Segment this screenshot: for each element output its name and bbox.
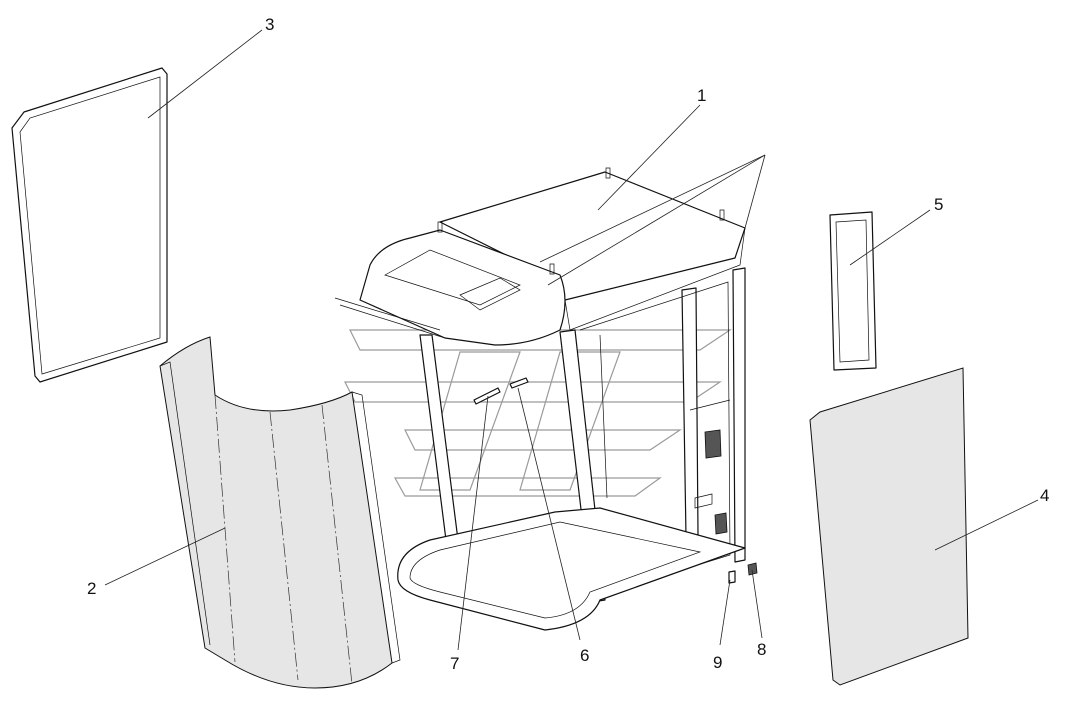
part-5-small-window	[829, 211, 877, 371]
callout-2: 2	[87, 579, 96, 598]
part-6-bar	[509, 377, 529, 389]
part-9-fitting	[728, 570, 736, 584]
callout-labels: 1 2 3 4 5 6 7 8 9	[87, 15, 1049, 673]
part-8-fitting	[747, 562, 758, 576]
callout-9: 9	[713, 653, 722, 672]
part-2-curved-panel	[159, 336, 401, 689]
callout-8: 8	[757, 640, 766, 659]
watermark-logo	[344, 329, 732, 497]
part-3-side-glass	[11, 67, 168, 383]
part-4-flat-panel	[809, 367, 969, 686]
part-1-cab-frame	[334, 167, 746, 631]
callout-7: 7	[450, 654, 459, 673]
callout-5: 5	[934, 195, 943, 214]
callout-6: 6	[580, 646, 589, 665]
part-7-bar	[473, 387, 501, 405]
callout-1: 1	[697, 86, 706, 105]
leader-lines	[104, 29, 1039, 651]
callout-4: 4	[1040, 486, 1049, 505]
callout-3: 3	[265, 15, 274, 34]
